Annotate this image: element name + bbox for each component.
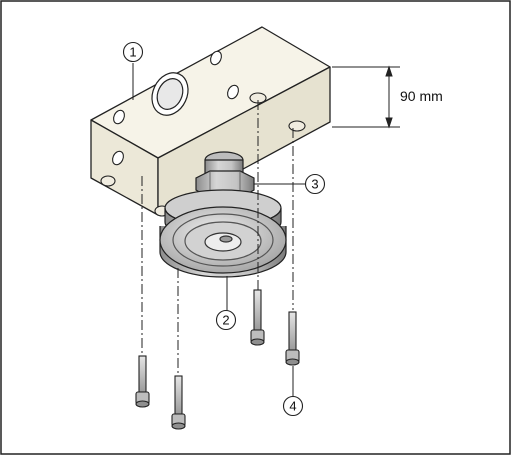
- screw-socket-icon: [136, 401, 149, 407]
- callout-number: 3: [311, 177, 318, 192]
- callout-number: 1: [129, 45, 136, 60]
- screw-shaft: [254, 290, 261, 330]
- screw-socket-icon: [172, 423, 185, 429]
- callout-number: 2: [222, 313, 229, 328]
- screw-socket-icon: [251, 339, 264, 345]
- screw-shaft: [175, 376, 182, 414]
- diaphragm-dot: [220, 236, 232, 242]
- bolt-hole-icon: [101, 176, 115, 186]
- dimension-label: 90 mm: [400, 88, 443, 104]
- bolt-hole-icon: [289, 121, 305, 131]
- screw-socket-icon: [286, 359, 299, 365]
- screw-shaft: [139, 356, 146, 392]
- callout-number: 4: [289, 399, 296, 414]
- screw-shaft: [289, 312, 296, 350]
